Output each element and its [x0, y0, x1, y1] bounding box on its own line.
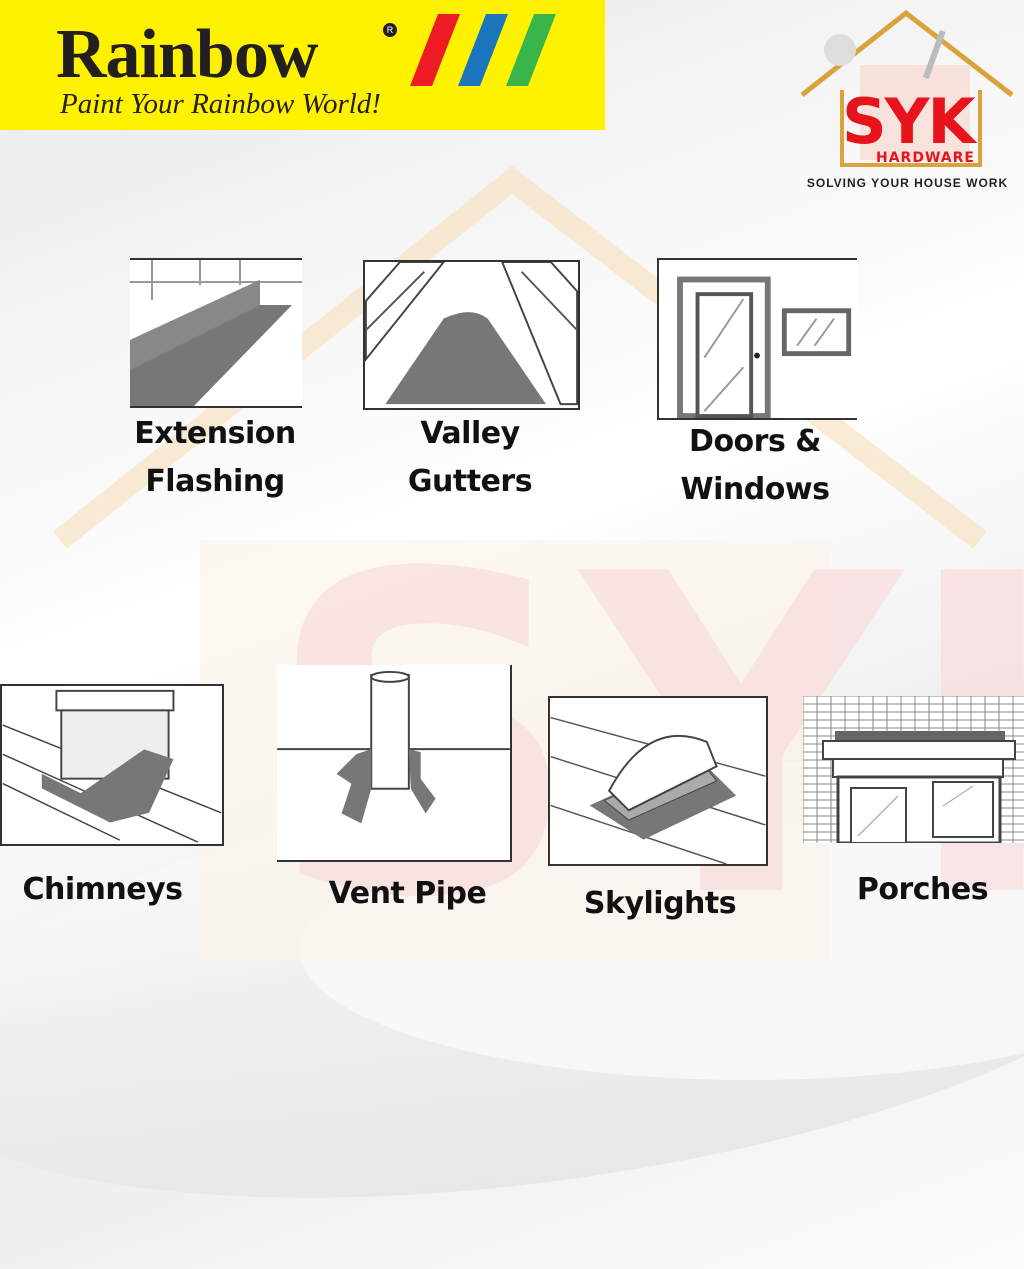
- syk-tagline: SOLVING YOUR HOUSE WORK: [806, 176, 1009, 190]
- label-skylights: Skylights: [583, 886, 737, 921]
- registered-mark-icon: R: [383, 23, 397, 37]
- label-chimneys: Chimneys: [22, 872, 183, 907]
- doors-windows-illustration: [657, 258, 857, 420]
- svg-text:HARDWARE: HARDWARE: [876, 150, 975, 166]
- label-valley-gutters: Valley Gutters: [407, 416, 533, 499]
- label-extension-flashing: Extension Flashing: [134, 416, 296, 499]
- rainbow-brand-banner: Rainbow R Paint Your Rainbow World!: [0, 0, 605, 130]
- syk-hardware-logo: SYK HARDWARE: [800, 9, 1014, 167]
- chimney-illustration: [0, 684, 224, 846]
- label-doors-windows: Doors & Windows: [680, 424, 830, 507]
- extension-flashing-illustration: [130, 258, 302, 408]
- valley-gutters-illustration: [363, 260, 580, 410]
- rainbow-tagline: Paint Your Rainbow World!: [60, 88, 381, 120]
- label-vent-pipe: Vent Pipe: [328, 876, 487, 911]
- porch-illustration: [803, 696, 1024, 843]
- rainbow-stripes-icon: [410, 14, 556, 86]
- label-porches: Porches: [856, 872, 989, 907]
- skylight-illustration: [548, 696, 768, 866]
- svg-text:SYK: SYK: [842, 85, 978, 158]
- vent-pipe-illustration: [277, 665, 512, 862]
- rainbow-wordmark: Rainbow: [56, 16, 318, 93]
